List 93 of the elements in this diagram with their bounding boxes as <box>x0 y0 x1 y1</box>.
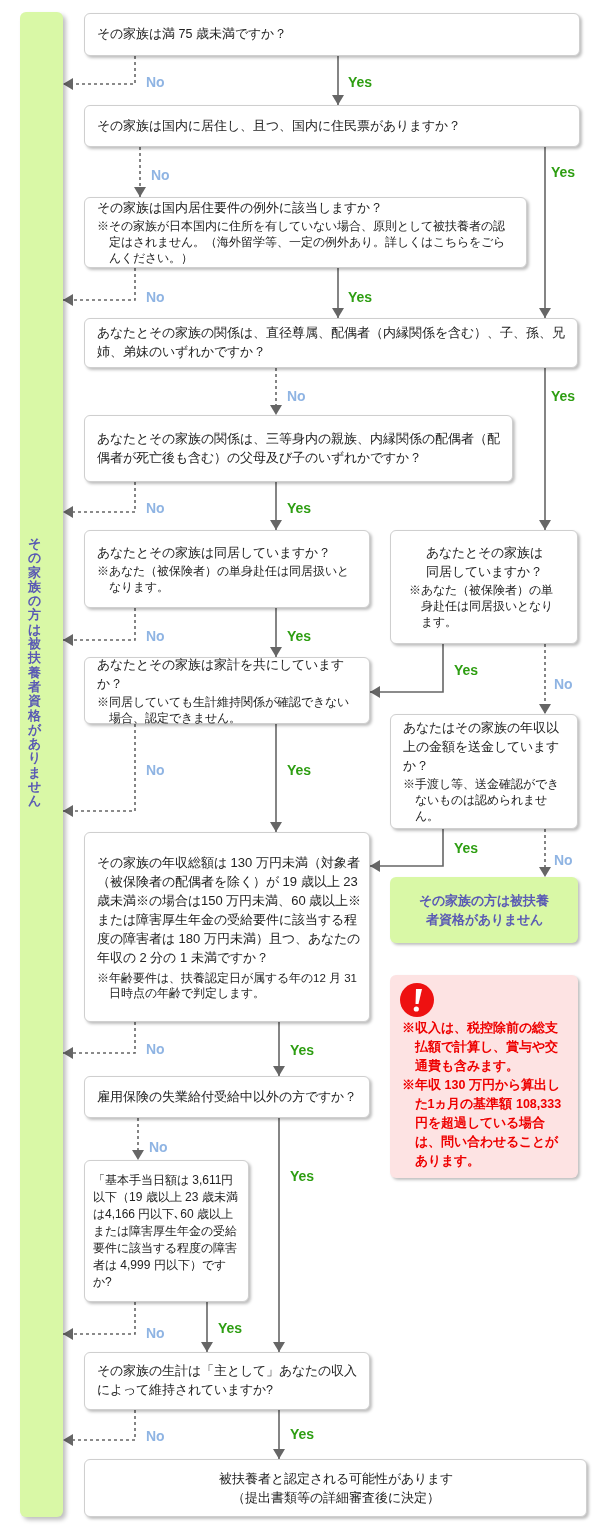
edge-label: Yes <box>347 289 374 305</box>
outcome-box <box>84 1459 587 1517</box>
edge-label: No <box>145 1428 166 1444</box>
arrow <box>270 367 282 416</box>
edge-label: No <box>145 500 166 516</box>
edge-label: Yes <box>217 1320 244 1336</box>
edge-label: Yes <box>286 500 313 516</box>
question-box <box>84 1076 370 1118</box>
question-box <box>84 832 370 1022</box>
arrow <box>134 146 146 198</box>
arrow <box>539 828 551 878</box>
arrow <box>369 643 444 698</box>
edge-label: No <box>145 74 166 90</box>
question-text: あなたはその家族の年収以上の金額を送金していますか？ <box>403 720 560 775</box>
arrow <box>132 1117 144 1161</box>
outcome-bar <box>20 12 63 1517</box>
edge-label: Yes <box>289 1042 316 1058</box>
edge-label: Yes <box>347 74 374 90</box>
note-text: ※同居していても生計維持関係が確認できない場合、認定できません。 <box>97 694 350 726</box>
arrow <box>273 1021 285 1077</box>
question-text: あなたとその家族の関係は、直径尊属、配偶者（内縁関係を含む）、子、孫、兄姉、弟妹のいずれかですか？ <box>97 325 565 361</box>
outcome-box <box>390 877 578 943</box>
question-text: その家族は満 75 歳未満ですか？ <box>97 26 288 43</box>
question-text: あなたとその家族は同居していますか？ <box>97 544 332 562</box>
arrow <box>273 1409 285 1460</box>
arrow <box>369 828 444 872</box>
arrow <box>62 267 136 306</box>
result-text: その家族の方は被扶養者資格がありません <box>419 892 549 929</box>
note-text: ※あなた（被保険者）の単身赴任は同居扱いとなります。 <box>97 563 350 595</box>
edge-label: Yes <box>286 762 313 778</box>
note-text: ※あなた（被保険者）の単身赴任は同居扱いとなります。 <box>409 583 555 630</box>
edge-label: No <box>150 167 171 183</box>
edge-label: Yes <box>453 662 480 678</box>
question-text: あなたとその家族は同居していますか？ <box>424 545 544 581</box>
edge-label: No <box>145 762 166 778</box>
question-box <box>390 530 578 644</box>
edge-label: Yes <box>286 628 313 644</box>
arrow <box>332 55 344 106</box>
edge-label: No <box>553 852 574 868</box>
edge-label: No <box>145 628 166 644</box>
arrow <box>273 1117 285 1353</box>
edge-label: Yes <box>289 1426 316 1442</box>
result-text: 被扶養者と認定される可能性があります（提出書類等の詳細審査後に決定） <box>217 1470 454 1507</box>
edge-label: No <box>145 1325 166 1341</box>
edge-label: No <box>145 289 166 305</box>
edge-label: No <box>286 388 307 404</box>
question-text: 「基本手当日額は 3,611円以下（19 歳以上 23 歳未満は4,166 円以下､60 歳以上または障害厚生年金の受給要件に該当する程度の障害者は 4,999 円以下）ですか? <box>93 1171 239 1291</box>
question-text: その家族の生計は「主として」あなたの収入によって維持されていますか? <box>97 1363 357 1399</box>
arrow <box>62 55 136 90</box>
warning-box <box>390 975 578 1178</box>
question-box <box>84 105 580 147</box>
vertical-label: その家族の方は被扶養者資格がありません <box>28 537 41 809</box>
arrow <box>62 1021 136 1059</box>
question-box <box>84 657 370 724</box>
arrow <box>62 723 136 817</box>
edge-label: Yes <box>289 1168 316 1184</box>
arrow <box>539 643 551 715</box>
note-text: ※その家族が日本国内に住所を有していない場合、原則として被扶養者の認定はされません。（海外留学等、一定の例外あり。詳しくはこちらをごらんください。） <box>97 219 506 266</box>
edge-label: No <box>148 1139 169 1155</box>
alert-note: ※収入は、税控除前の総支払額で計算し、賞与や交通費も含みます。 <box>402 1020 559 1075</box>
question-box <box>84 1160 249 1302</box>
arrow <box>201 1301 213 1353</box>
question-box <box>390 714 578 829</box>
arrow <box>270 723 282 833</box>
arrow <box>270 607 282 658</box>
arrow <box>62 481 136 518</box>
question-box <box>84 1352 370 1410</box>
edge-label: Yes <box>550 164 577 180</box>
question-box <box>84 197 527 268</box>
arrow <box>62 1409 136 1446</box>
edge-label: Yes <box>550 388 577 404</box>
edge-label: No <box>553 676 574 692</box>
arrow <box>62 607 136 646</box>
question-box <box>84 415 513 482</box>
question-text: その家族は国内居住要件の例外に該当しますか？ <box>97 200 384 217</box>
question-text: 雇用保険の失業給付受給中以外の方ですか？ <box>97 1088 357 1106</box>
arrow <box>270 481 282 531</box>
arrow <box>332 267 344 319</box>
edge-label: No <box>145 1041 166 1057</box>
arrow <box>62 1301 136 1340</box>
question-box <box>84 530 370 608</box>
arrow <box>539 367 551 531</box>
arrow <box>539 146 551 319</box>
question-text: その家族は国内に居住し、且つ、国内に住民票がありますか？ <box>97 117 462 135</box>
question-text: あなたとその家族の関係は、三等身内の親族、内縁関係の配偶者（配偶者が死亡後も含む）の父母及び子のいずれかですか？ <box>97 430 500 467</box>
alert-note: ※年収 130 万円から算出した1ヵ月の基準額 108,333 円を超過している場合は、問い合わせることがあります。 <box>402 1077 563 1170</box>
question-box <box>84 318 578 368</box>
question-text: あなたとその家族は家計を共にしていますか？ <box>97 656 345 693</box>
question-text: その家族の年収総額は 130 万円未満（対象者（被保険者の配偶者を除く）が 19 歳以上 23 歳未満※の場合は150 万円未満、60 歳以上※または障害厚生年金の受給要件に該当する程度の障害者は 180 万円未満）且つ、あなたの年収の 2 分の 1 未満ですか？ <box>97 854 363 967</box>
note-text: ※手渡し等、送金確認ができないものは認められません。 <box>403 777 560 824</box>
note-text: ※年齢要件は、扶養認定日が属する年の12 月 31日時点の年齢で判定します。 <box>97 971 358 1001</box>
edge-label: Yes <box>453 840 480 856</box>
question-box <box>84 13 580 56</box>
